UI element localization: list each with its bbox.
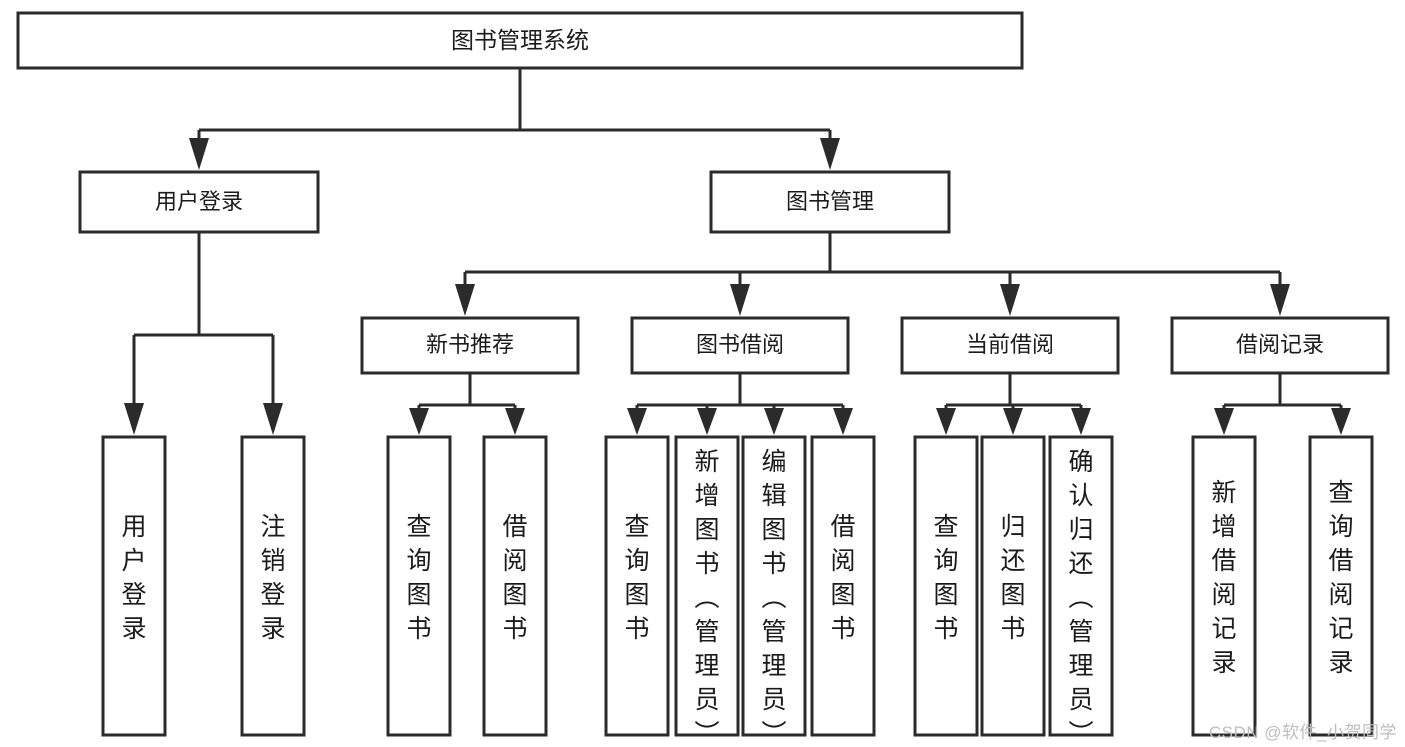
leaf-node-query-book-current[interactable]: 查询图书 [913, 435, 979, 737]
arrowhead-leaf-query-record [1331, 408, 1351, 435]
leaf-node-add-borrow-record-label: 新增借阅记录 [1211, 479, 1236, 677]
arrowhead-leaf-user-login [124, 403, 144, 435]
arrowhead-book-borrow [730, 284, 750, 316]
arrowhead-leaf-query-book-1 [409, 408, 429, 435]
node-user-login-box[interactable] [78, 170, 320, 234]
leaf-node-confirm-return-admin-box[interactable] [1048, 435, 1114, 737]
node-new-book-recommend-label: 新书推荐 [426, 332, 514, 357]
leaf-node-borrow-book-recommend-box[interactable] [482, 435, 548, 737]
node-current-borrow-label: 当前借阅 [966, 332, 1054, 357]
leaf-node-add-book-admin-label: 新增图书︵管理员︶ [694, 448, 719, 747]
node-book-management-label: 图书管理 [786, 189, 874, 214]
leaf-node-query-book-recommend[interactable]: 查询图书 [386, 435, 452, 737]
leaf-node-confirm-return-admin[interactable]: 确认归还︵管理员︶ [1048, 435, 1114, 747]
arrowhead-leaf-add-record [1214, 408, 1234, 435]
arrowhead-leaf-confirm-return [1071, 408, 1091, 435]
connector-group-newbook-to-leaves [409, 373, 525, 435]
connector-group-userlogin-to-leaves [124, 232, 283, 435]
node-book-management-box[interactable] [709, 170, 951, 234]
leaf-node-borrow-book-recommend-label: 借阅图书 [502, 513, 527, 643]
node-user-login-label: 用户登录 [155, 189, 243, 214]
arrowhead-leaf-borrow-book-1 [505, 408, 525, 435]
leaf-node-query-book-borrow-box[interactable] [604, 435, 670, 737]
node-root-book-management-system[interactable]: 图书管理系统 [16, 11, 1024, 70]
node-borrow-record-label: 借阅记录 [1236, 332, 1324, 357]
leaf-node-query-book-current-label: 查询图书 [933, 513, 958, 643]
node-book-management[interactable]: 图书管理 [709, 170, 951, 234]
node-book-borrow-box[interactable] [630, 316, 850, 375]
leaf-node-user-login-label: 用户登录 [121, 513, 146, 643]
leaf-node-logout-box[interactable] [240, 435, 306, 737]
leaf-node-borrow-book[interactable]: 借阅图书 [810, 435, 876, 737]
arrowhead-book-manage [820, 138, 840, 170]
arrowhead-leaf-query-book-2 [627, 408, 647, 435]
leaf-node-logout[interactable]: 注销登录 [240, 435, 306, 737]
leaf-node-edit-book-admin[interactable]: 编辑图书︵管理员︶ [741, 435, 807, 747]
leaf-node-query-book-current-box[interactable] [913, 435, 979, 737]
leaf-node-logout-label: 注销登录 [260, 513, 285, 643]
node-borrow-record[interactable]: 借阅记录 [1170, 316, 1390, 375]
arrowhead-new-book-recommend [455, 284, 475, 316]
leaf-node-return-book-box[interactable] [980, 435, 1046, 737]
leaf-node-edit-book-admin-box[interactable] [741, 435, 807, 737]
leaf-node-edit-book-admin-label: 编辑图书︵管理员︶ [761, 448, 786, 747]
leaf-node-query-borrow-record-box[interactable] [1308, 435, 1374, 737]
leaf-node-return-book-label: 归还图书 [1000, 513, 1025, 643]
leaf-node-add-book-admin[interactable]: 新增图书︵管理员︶ [674, 435, 740, 747]
node-new-book-recommend-box[interactable] [360, 316, 580, 375]
connector-group-bookborrow-to-leaves [627, 373, 853, 435]
node-root-box[interactable] [16, 11, 1024, 70]
node-book-borrow[interactable]: 图书借阅 [630, 316, 850, 375]
arrowhead-current-borrow [1000, 284, 1020, 316]
leaf-node-query-book-recommend-box[interactable] [386, 435, 452, 737]
arrowhead-leaf-logout [263, 403, 283, 435]
node-book-borrow-label: 图书借阅 [696, 332, 784, 357]
leaf-node-return-book[interactable]: 归还图书 [980, 435, 1046, 737]
leaf-node-query-borrow-record[interactable]: 查询借阅记录 [1308, 435, 1374, 737]
arrowhead-leaf-query-book-3 [936, 408, 956, 435]
leaf-node-add-borrow-record[interactable]: 新增借阅记录 [1191, 435, 1257, 737]
connector-group-borrowrecord-to-leaves [1214, 373, 1351, 435]
leaf-node-user-login-box[interactable] [101, 435, 167, 737]
leaf-node-user-login[interactable]: 用户登录 [101, 435, 167, 737]
leaf-node-borrow-book-box[interactable] [810, 435, 876, 737]
connector-group-root-to-level2 [189, 68, 840, 170]
arrowhead-leaf-add-book [697, 408, 717, 435]
leaf-node-confirm-return-admin-label: 确认归还︵管理员︶ [1068, 448, 1093, 747]
node-current-borrow[interactable]: 当前借阅 [900, 316, 1120, 375]
leaf-node-add-borrow-record-box[interactable] [1191, 435, 1257, 737]
connector-group-currentborrow-to-leaves [936, 373, 1091, 435]
leaf-node-query-book-borrow[interactable]: 查询图书 [604, 435, 670, 737]
node-user-login[interactable]: 用户登录 [78, 170, 320, 234]
leaf-node-add-book-admin-box[interactable] [674, 435, 740, 737]
leaf-node-borrow-book-recommend[interactable]: 借阅图书 [482, 435, 548, 737]
connector-group-bookmanage-to-level3 [455, 232, 1290, 316]
node-new-book-recommend[interactable]: 新书推荐 [360, 316, 580, 375]
leaf-node-query-book-recommend-label: 查询图书 [406, 513, 431, 643]
node-root-label: 图书管理系统 [451, 27, 589, 53]
arrowhead-leaf-edit-book [764, 408, 784, 435]
leaf-node-query-book-borrow-label: 查询图书 [624, 513, 649, 643]
arrowhead-leaf-borrow-book-2 [833, 408, 853, 435]
node-borrow-record-box[interactable] [1170, 316, 1390, 375]
node-current-borrow-box[interactable] [900, 316, 1120, 375]
arrowhead-leaf-return-book [1003, 408, 1023, 435]
arrowhead-borrow-record [1270, 284, 1290, 316]
leaf-node-query-borrow-record-label: 查询借阅记录 [1328, 479, 1353, 677]
arrowhead-user-login [189, 138, 209, 170]
leaf-node-borrow-book-label: 借阅图书 [830, 513, 855, 643]
